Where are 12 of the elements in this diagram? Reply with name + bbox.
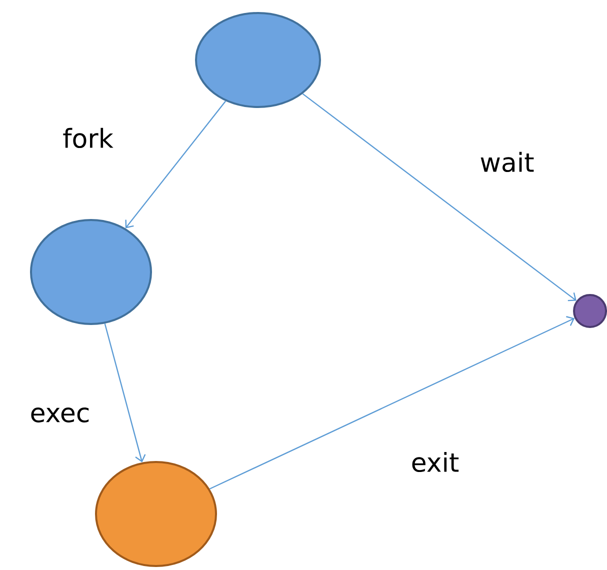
circle-node [573,294,607,328]
circle-node [30,219,152,325]
arrow [209,316,575,490]
edge-label: wait [478,150,536,174]
arrow [125,100,226,228]
arrow [104,323,146,462]
edge-label: fork [62,126,114,150]
edge-label: exit [410,450,460,474]
circle-node [95,461,217,567]
circle-node [195,12,321,108]
arrow [302,93,576,302]
edge-label: exec [28,406,92,424]
